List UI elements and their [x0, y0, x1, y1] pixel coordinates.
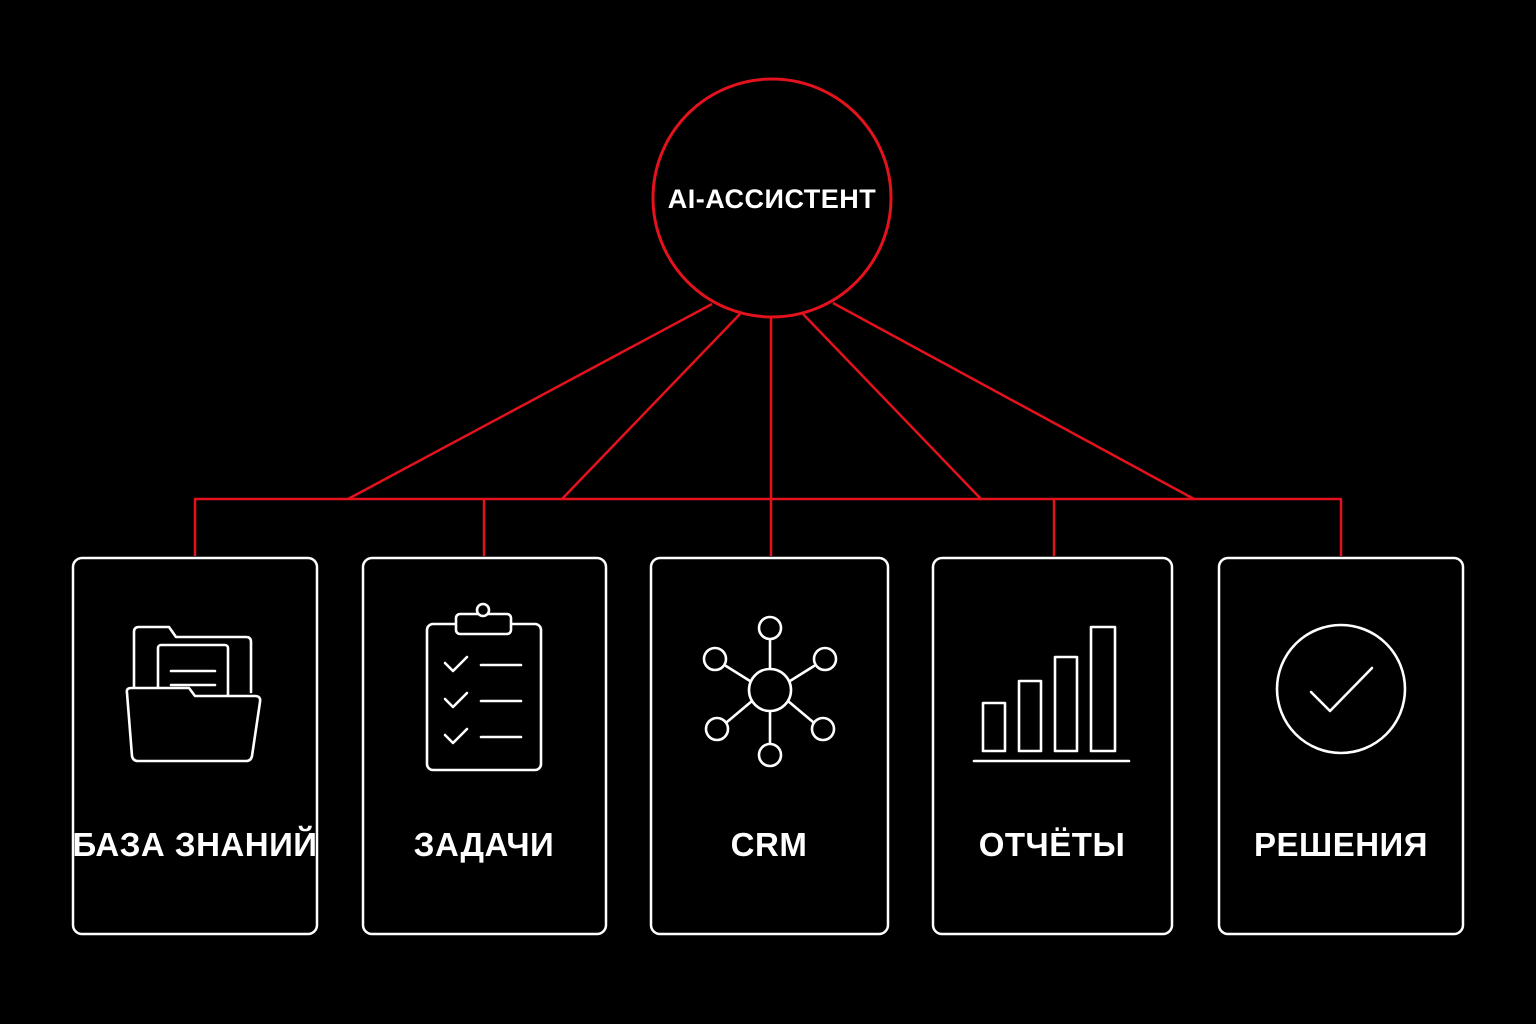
check-circle-icon [1275, 623, 1407, 755]
bar-chart-icon [972, 625, 1131, 763]
network-nodes-icon [702, 615, 838, 768]
card-label: РЕШЕНИЯ [1254, 826, 1428, 863]
card-crm[interactable]: CRM [649, 556, 890, 936]
hub-node: AI-АССИСТЕНТ [651, 77, 893, 319]
hub-label: AI-АССИСТЕНТ [668, 184, 877, 214]
card-label: CRM [731, 826, 808, 863]
card-tasks[interactable]: ЗАДАЧИ [361, 556, 608, 936]
card-frame [1217, 556, 1465, 936]
hub-circle [651, 77, 893, 319]
card-solutions[interactable]: РЕШЕНИЯ [1217, 556, 1465, 936]
folder-documents-icon [125, 625, 262, 763]
card-label: БАЗА ЗНАНИЙ [72, 825, 317, 863]
card-label: ЗАДАЧИ [414, 826, 554, 863]
clipboard-checklist-icon [425, 602, 543, 772]
connector-diagonal-5 [832, 301, 1195, 501]
connector-diagonal-1 [347, 302, 713, 501]
card-knowledge-base[interactable]: БАЗА ЗНАНИЙ [71, 556, 319, 936]
card-frame [361, 556, 608, 936]
connector-diagonal-2 [561, 313, 741, 500]
connectors [193, 301, 1343, 556]
card-label: ОТЧЁТЫ [979, 826, 1126, 863]
card-frame [931, 556, 1174, 936]
connector-diagonal-4 [802, 313, 982, 500]
card-reports[interactable]: ОТЧЁТЫ [931, 556, 1174, 936]
